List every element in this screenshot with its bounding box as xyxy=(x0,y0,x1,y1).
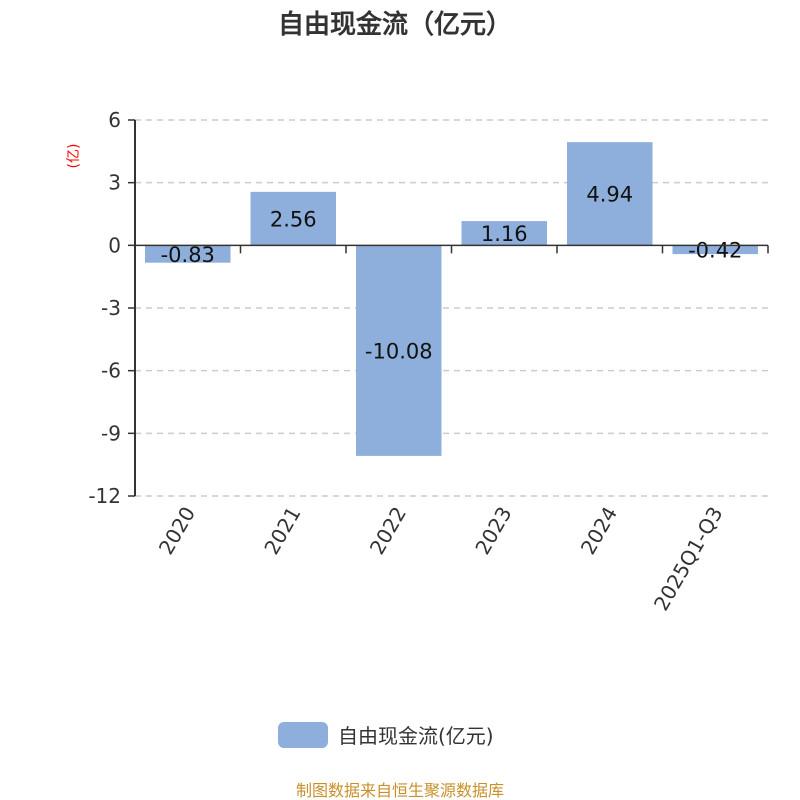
x-tick-label: 2022 xyxy=(365,503,411,559)
bar[interactable] xyxy=(461,221,548,246)
data-label: -10.08 xyxy=(365,340,433,364)
data-label: 2.56 xyxy=(270,208,317,232)
bar[interactable] xyxy=(356,245,442,456)
bar[interactable] xyxy=(672,245,759,255)
bar[interactable] xyxy=(250,191,337,246)
y-tick-label: 0 xyxy=(108,233,121,257)
x-tick-label: 2020 xyxy=(154,503,200,559)
x-tick-label: 2023 xyxy=(470,503,516,559)
bar[interactable] xyxy=(567,142,653,246)
data-label: 4.94 xyxy=(586,183,633,207)
y-axis-label: (亿) xyxy=(66,144,82,169)
y-tick-label: -9 xyxy=(101,421,121,445)
chart-title: 自由现金流（亿元） xyxy=(278,9,512,40)
y-tick-label: -3 xyxy=(101,296,121,320)
y-tick-label: 3 xyxy=(108,171,121,195)
bar[interactable] xyxy=(145,245,231,263)
data-label: 1.16 xyxy=(481,222,528,246)
x-tick-label: 2025Q1-Q3 xyxy=(649,503,728,615)
legend: 自由现金流(亿元) xyxy=(278,722,494,748)
source-note: 制图数据来自恒生聚源数据库 xyxy=(296,781,504,800)
x-tick-label: 2024 xyxy=(576,503,622,559)
legend-swatch xyxy=(278,722,328,748)
y-tick-label: -12 xyxy=(88,484,121,508)
y-tick-label: 6 xyxy=(108,108,121,132)
legend-label: 自由现金流(亿元) xyxy=(338,724,494,748)
data-label: -0.42 xyxy=(688,239,742,263)
x-tick-label: 2021 xyxy=(259,503,305,559)
y-tick-label: -6 xyxy=(101,359,121,383)
data-label: -0.83 xyxy=(161,243,215,267)
